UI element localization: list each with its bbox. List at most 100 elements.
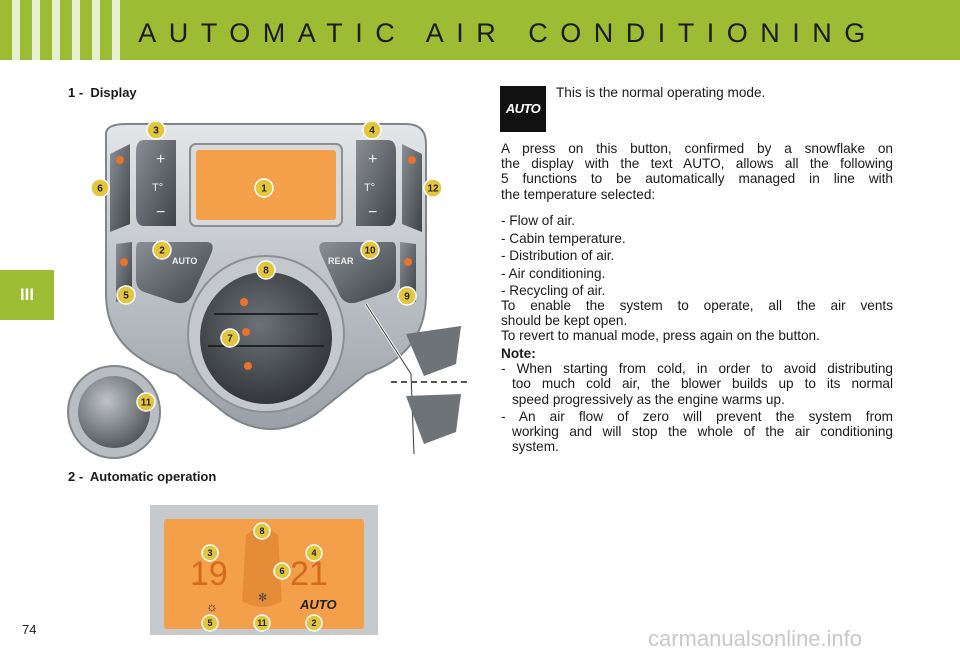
callout-number: 4 (311, 548, 316, 558)
callout-number: 4 (369, 126, 375, 137)
callout-number: 8 (259, 526, 264, 536)
callout-marker (90, 178, 110, 198)
lcd-temp-right: 21 (290, 555, 328, 593)
page-number: 74 (22, 622, 37, 637)
callout-number: 2 (311, 618, 316, 628)
auto-logo-label: AUTO (505, 101, 541, 116)
callout-number: 7 (227, 334, 233, 345)
callout-marker (220, 328, 240, 348)
chapter-tab-label: III (19, 285, 35, 304)
temp-label: T° (152, 182, 163, 194)
auto-label: AUTO (172, 256, 197, 266)
normal-mode-text: This is the normal operating mode. (556, 85, 766, 100)
temp-right-button[interactable] (356, 140, 396, 226)
led-indicator (120, 258, 128, 266)
temp-left-button[interactable] (136, 140, 176, 226)
rear-screen-button[interactable] (402, 144, 422, 232)
callout-marker (360, 240, 380, 260)
callout-marker (305, 614, 323, 632)
header-stripe (32, 0, 40, 60)
lcd-mannequin-icon (242, 528, 282, 607)
list-item: - Flow of air. (501, 213, 576, 228)
callout-number: 6 (97, 184, 103, 195)
temp-label: T° (364, 182, 375, 194)
callout-number: 9 (404, 292, 410, 303)
section-title: Automatic operation (89, 469, 217, 484)
chapter-tab: III (0, 270, 54, 320)
callout-number: 10 (364, 246, 376, 257)
callout-number: 12 (427, 184, 439, 195)
snowflake-icon: ✻ (258, 592, 267, 604)
list-item: - Distribution of air. (501, 248, 615, 263)
rear-button-detail (406, 394, 461, 444)
callout-marker (362, 120, 382, 140)
section-number: 2 - (68, 469, 84, 484)
callout-number: 2 (159, 246, 165, 257)
callout-marker (397, 286, 417, 306)
callout-number: 1 (261, 184, 267, 195)
function-list: - Flow of air. - Cabin temperature. - Di… (501, 212, 893, 300)
callout-marker (256, 260, 276, 280)
callout-marker (201, 544, 219, 562)
list-item: - Recycling of air. (501, 283, 606, 298)
plus-label: + (156, 151, 165, 168)
callout-number: 3 (207, 548, 212, 558)
callout-marker (253, 614, 271, 632)
note-block: Note: - When starting from cold, in orde… (501, 346, 893, 455)
led-indicator (240, 298, 248, 306)
note-label: Note: (501, 346, 536, 361)
distribution-knob[interactable] (200, 272, 332, 404)
callout-number: 11 (257, 618, 267, 628)
callout-number: 8 (263, 266, 269, 277)
callout-marker (273, 562, 291, 580)
rear-button-detail (406, 326, 461, 376)
callout-marker (305, 544, 323, 562)
auto-button-icon: AUTO (500, 86, 546, 132)
callout-number: 5 (123, 291, 129, 302)
minus-label: − (156, 204, 165, 221)
led-indicator (244, 362, 252, 370)
page-header: AUTOMATIC AIR CONDITIONING (0, 0, 960, 60)
section-number: 1 - (68, 85, 84, 100)
windscreen-button[interactable] (110, 144, 130, 232)
page-title: AUTOMATIC AIR CONDITIONING (138, 18, 878, 48)
callout-marker (146, 120, 166, 140)
sun-icon: ☼ (206, 599, 218, 614)
led-indicator (404, 258, 412, 266)
callout-marker (254, 178, 274, 198)
header-stripe (12, 0, 20, 60)
section-title: Display (90, 85, 137, 100)
rear-button[interactable] (319, 242, 396, 304)
minus-label: − (368, 204, 377, 221)
callout-marker (136, 392, 156, 412)
section-display-heading: 1 - Display (68, 85, 137, 100)
header-stripe (112, 0, 120, 60)
blower-knob[interactable] (78, 376, 150, 448)
callout-marker (116, 285, 136, 305)
led-indicator (242, 328, 250, 336)
callout-number: 3 (153, 126, 159, 137)
list-item: - Air conditioning. (501, 265, 606, 281)
auto-button[interactable] (136, 242, 213, 304)
header-stripe (92, 0, 100, 60)
plus-label: + (368, 151, 377, 168)
led-indicator (116, 156, 124, 164)
rear-label: REAR (328, 256, 354, 266)
lcd-auto-text: AUTO (299, 597, 337, 612)
intro-paragraph: A press on this button, confirmed by a s… (501, 141, 893, 202)
led-indicator (408, 156, 416, 164)
callout-number: 11 (141, 398, 152, 409)
section-auto-heading: 2 - Automatic operation (68, 469, 216, 484)
header-stripe (52, 0, 60, 60)
callout-marker (201, 614, 219, 632)
callout-marker (152, 240, 172, 260)
callout-marker (423, 178, 443, 198)
callout-number: 5 (207, 618, 212, 628)
list-item: - Cabin temperature. (501, 230, 626, 246)
enable-paragraph: To enable the system to operate, all the… (501, 298, 893, 344)
watermark: carmanualsonline.info (648, 626, 863, 651)
